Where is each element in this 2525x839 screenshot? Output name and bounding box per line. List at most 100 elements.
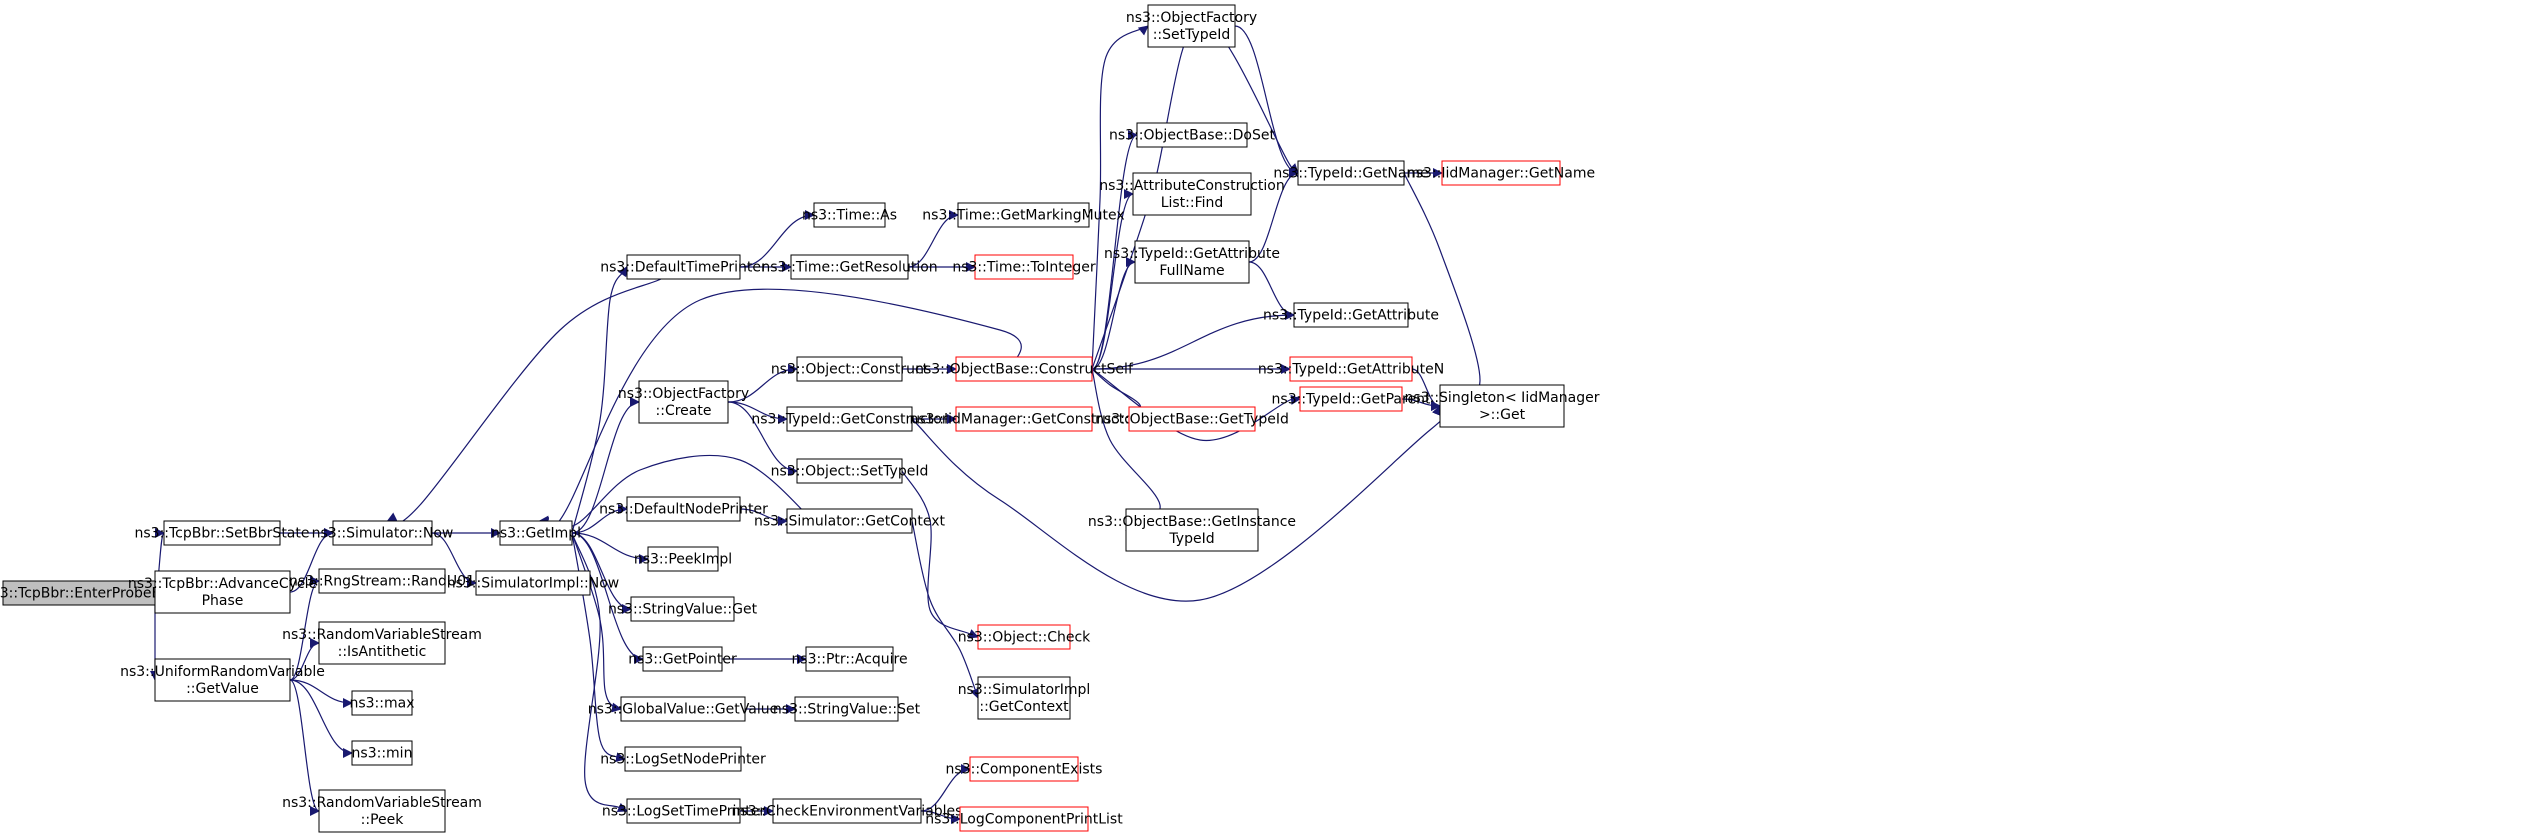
node-simimplgetcontext[interactable]: ns3::SimulatorImpl::GetContext	[958, 676, 1091, 720]
edge-uniformgetvalue-to-max	[289, 679, 353, 708]
edge-objbaseconstructself-to-objfactorysettypeid	[1091, 25, 1149, 370]
node-typeidgetattribute[interactable]: ns3::TypeId::GetAttribute	[1263, 302, 1439, 328]
edge-advancecyclephase-to-simulatornow	[289, 528, 334, 593]
node-rvspeek[interactable]: ns3::RandomVariableStream::Peek	[282, 789, 482, 833]
node-label-singletonget: >::Get	[1479, 407, 1526, 423]
node-label-simimplgetcontext: ns3::SimulatorImpl	[958, 682, 1091, 698]
node-box-defaultnodeprinter	[626, 496, 741, 522]
node-globalvaluegetvalue[interactable]: ns3::GlobalValue::GetValue	[588, 696, 778, 722]
node-stringvalueget[interactable]: ns3::StringValue::Get	[608, 596, 758, 622]
node-stringvalueset[interactable]: ns3::StringValue::Set	[773, 696, 921, 722]
edge-simulatorgetcontext-to-simimplgetcontext	[911, 520, 980, 699]
node-box-peekimpl	[647, 546, 719, 572]
node-timegetresolution[interactable]: ns3::Time::GetResolution	[761, 254, 938, 280]
node-typeidgetparent[interactable]: ns3::TypeId::GetParent	[1272, 386, 1431, 412]
node-ptracquire[interactable]: ns3::Ptr::Acquire	[791, 646, 908, 672]
node-objectcheck[interactable]: ns3::Object::Check	[958, 624, 1091, 650]
node-logsetnodeprinter[interactable]: ns3::LogSetNodePrinter	[600, 746, 766, 772]
node-label-defaulttimeprinter: ns3::DefaultTimePrinter	[600, 260, 767, 276]
node-timetointeger[interactable]: ns3::Time::ToInteger	[952, 254, 1096, 280]
node-box-typeidgetattributen	[1289, 356, 1413, 382]
node-objbaseconstructself[interactable]: ns3::ObjectBase::ConstructSelf	[915, 356, 1134, 382]
node-label-typeidgetparent: ns3::TypeId::GetParent	[1272, 392, 1431, 408]
node-max[interactable]: ns3::max	[349, 690, 415, 716]
node-objfactorysettypeid[interactable]: ns3::ObjectFactory::SetTypeId	[1126, 4, 1257, 48]
node-uniformgetvalue[interactable]: ns3::UniformRandomVariable::GetValue	[120, 658, 325, 702]
node-componentexists[interactable]: ns3::ComponentExists	[946, 756, 1103, 782]
node-timegetmarkingmutex[interactable]: ns3::Time::GetMarkingMutex	[922, 202, 1125, 228]
node-box-componentexists	[969, 756, 1079, 782]
node-box-objbasegetinstancetypeid	[1125, 508, 1259, 552]
node-typeidgetattributen[interactable]: ns3::TypeId::GetAttributeN	[1258, 356, 1444, 382]
edge-objfactorysettypeid-to-typeidgetname	[1234, 25, 1299, 178]
node-timeas[interactable]: ns3::Time::As	[802, 202, 897, 228]
edge-uniformgetvalue-to-randu01	[289, 576, 320, 681]
node-objfactorycreate[interactable]: ns3::ObjectFactory::Create	[618, 380, 749, 424]
node-label-timegetresolution: ns3::Time::GetResolution	[761, 260, 937, 276]
node-box-isantithetic	[318, 621, 446, 665]
node-logsettimeprinter[interactable]: ns3::LogSetTimePrinter	[602, 798, 766, 824]
node-peekimpl[interactable]: ns3::PeekImpl	[634, 546, 732, 572]
node-objectsettypeid[interactable]: ns3::Object::SetTypeId	[771, 458, 929, 484]
node-label-objbasegetinstancetypeid: TypeId	[1168, 531, 1214, 547]
node-box-simulatornow	[332, 520, 433, 546]
node-defaultnodeprinter[interactable]: ns3::DefaultNodePrinter	[599, 496, 768, 522]
node-objbasegettypeid[interactable]: ns3::ObjectBase::GetTypeId	[1095, 406, 1289, 432]
edge-timegetresolution-to-timegetmarkingmutex	[907, 210, 959, 268]
edge-objbaseconstructself-to-typeidgetattrfullname	[1091, 257, 1136, 370]
node-label-singletonget: ns3::Singleton< IidManager	[1405, 390, 1600, 406]
node-box-singletonget	[1439, 384, 1565, 428]
node-isantithetic[interactable]: ns3::RandomVariableStream::IsAntithetic	[282, 621, 482, 665]
edge-checkenvvars-to-logcomponentprintlist	[920, 810, 961, 824]
node-getimpl[interactable]: ns3::GetImpl	[491, 520, 581, 546]
node-label-peekimpl: ns3::PeekImpl	[634, 552, 732, 568]
edge-getimpl-to-peekimpl	[571, 532, 649, 564]
node-logcomponentprintlist[interactable]: ns3::LogComponentPrintList	[925, 806, 1123, 832]
node-setbbrstate[interactable]: ns3::TcpBbr::SetBbrState	[135, 520, 310, 546]
node-simulatornow[interactable]: ns3::Simulator::Now	[312, 520, 454, 546]
edge-objbaseconstructself-to-objbasegetinstancetypeid	[1091, 368, 1161, 531]
node-iidgetname[interactable]: ns3::IidManager::GetName	[1407, 160, 1595, 186]
node-label-simimplgetcontext: ::GetContext	[979, 699, 1069, 715]
edge-objfactorycreate-to-objectsettypeid	[727, 401, 798, 476]
node-box-stringvalueset	[794, 696, 899, 722]
node-label-simimplnow: ns3::SimulatorImpl::Now	[447, 576, 620, 592]
node-box-objectsettypeid	[796, 458, 903, 484]
node-checkenvvars[interactable]: ns3::CheckEnvironmentVariables	[732, 798, 963, 824]
node-randu01[interactable]: ns3::RngStream::RandU01	[289, 568, 475, 594]
node-box-max	[351, 690, 413, 716]
node-typeidgetname[interactable]: ns3::TypeId::GetName	[1273, 160, 1429, 186]
node-box-simimplgetcontext	[977, 676, 1071, 720]
edge-getimpl-to-getpointer	[571, 532, 644, 664]
node-typeidgetconstructor[interactable]: ns3::TypeId::GetConstructor	[751, 406, 948, 432]
edge-checkenvvars-to-componentexists	[920, 764, 971, 812]
node-defaulttimeprinter[interactable]: ns3::DefaultTimePrinter	[600, 254, 767, 280]
node-label-objbaseconstructself: ns3::ObjectBase::ConstructSelf	[915, 362, 1134, 378]
node-getpointer[interactable]: ns3::GetPointer	[628, 646, 737, 672]
node-simimplnow[interactable]: ns3::SimulatorImpl::Now	[447, 570, 620, 596]
node-label-globalvaluegetvalue: ns3::GlobalValue::GetValue	[588, 702, 778, 718]
node-enterprobebw[interactable]: ns3::TcpBbr::EnterProbeBW	[0, 580, 175, 606]
edge-objfactorycreate-to-typeidgetconstructor	[727, 401, 788, 424]
node-label-objbasegetinstancetypeid: ns3::ObjectBase::GetInstance	[1088, 514, 1296, 530]
node-box-enterprobebw	[2, 580, 156, 606]
node-singletonget[interactable]: ns3::Singleton< IidManager >::Get	[1405, 384, 1600, 428]
node-simulatorgetcontext[interactable]: ns3::Simulator::GetContext	[754, 508, 946, 534]
node-iidgetconstructor[interactable]: ns3::IidManager::GetConstructor	[909, 406, 1139, 432]
function-nodes: ns3::TcpBbr::EnterProbeBW ns3::TcpBbr::Se…	[0, 4, 1600, 833]
node-label-typeidgetattrfullname: FullName	[1159, 263, 1224, 279]
node-label-randu01: ns3::RngStream::RandU01	[289, 574, 475, 590]
node-min[interactable]: ns3::min	[351, 740, 413, 766]
node-label-objbasedoset: ns3::ObjectBase::DoSet	[1109, 128, 1275, 144]
node-label-objfactorysettypeid: ::SetTypeId	[1153, 27, 1231, 43]
node-box-typeidgetattribute	[1293, 302, 1409, 328]
node-box-typeidgetname	[1297, 160, 1405, 186]
node-box-objectconstruct	[796, 356, 903, 382]
node-objbasedoset[interactable]: ns3::ObjectBase::DoSet	[1109, 122, 1275, 148]
node-label-attrconstructionfind: List::Find	[1161, 195, 1224, 211]
node-objectconstruct[interactable]: ns3::Object::Construct	[771, 356, 929, 382]
